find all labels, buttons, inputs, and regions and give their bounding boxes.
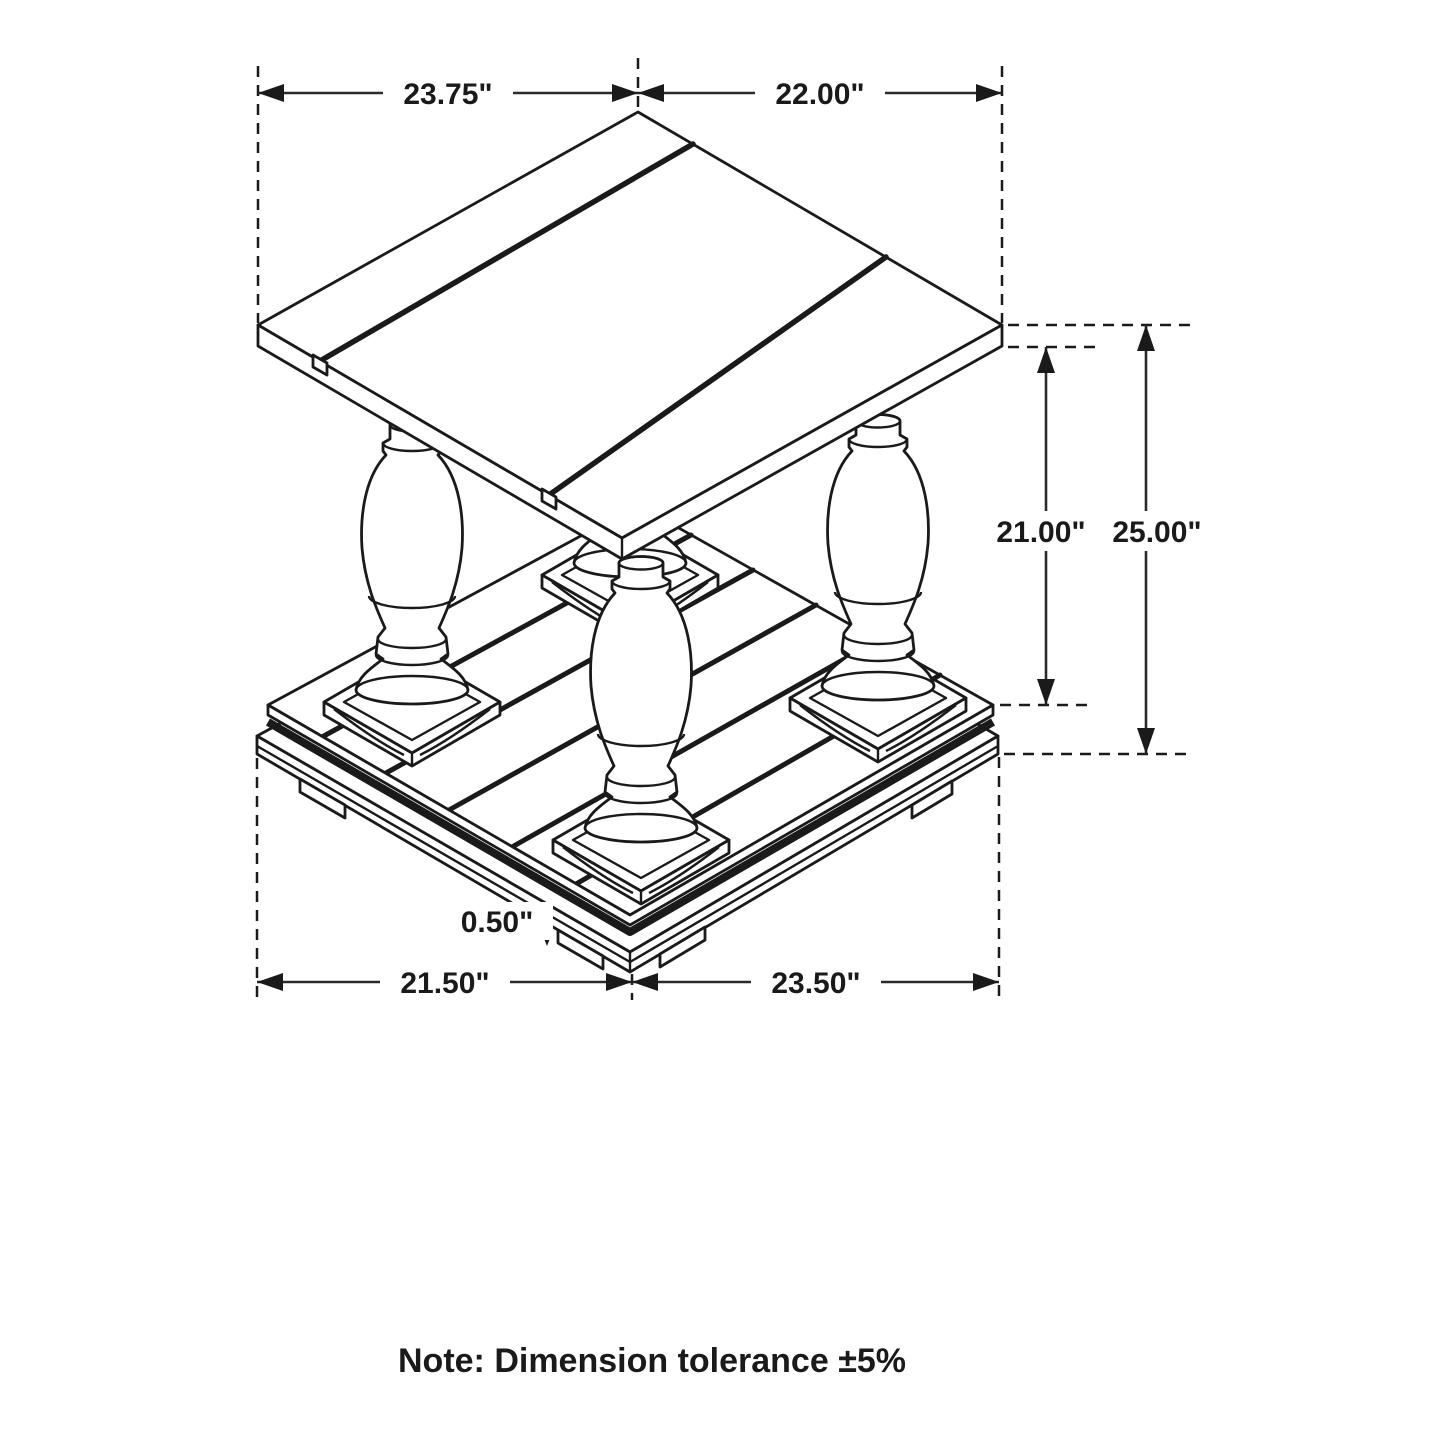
dim-label-top-left: 23.75" bbox=[403, 78, 492, 111]
plank-notch-1 bbox=[311, 353, 329, 377]
foot-front-left bbox=[556, 928, 605, 971]
dim-label-top-right: 22.00" bbox=[775, 78, 864, 111]
extension-lines bbox=[255, 58, 1193, 1000]
shelf-edge-stripe bbox=[265, 718, 996, 936]
plank-notch-2 bbox=[540, 487, 558, 511]
tolerance-note: Note: Dimension tolerance ±5% bbox=[398, 1342, 906, 1380]
foot-left bbox=[298, 777, 347, 820]
dim-label-overall-height: 25.00" bbox=[1112, 516, 1201, 549]
foot-front-right bbox=[658, 925, 707, 969]
leg-right bbox=[788, 413, 968, 764]
dimension-labels: 23.75" 22.00" 21.00" 25.00" 0.50" 21.50"… bbox=[380, 73, 1223, 1002]
foot-right bbox=[910, 779, 954, 820]
dim-label-bottom-right: 23.50" bbox=[771, 967, 860, 1000]
dim-label-bottom-left: 21.50" bbox=[400, 967, 489, 1000]
tabletop bbox=[256, 110, 1004, 561]
dim-label-inner-height: 21.00" bbox=[996, 516, 1085, 549]
dim-label-foot-height: 0.50" bbox=[461, 906, 534, 939]
